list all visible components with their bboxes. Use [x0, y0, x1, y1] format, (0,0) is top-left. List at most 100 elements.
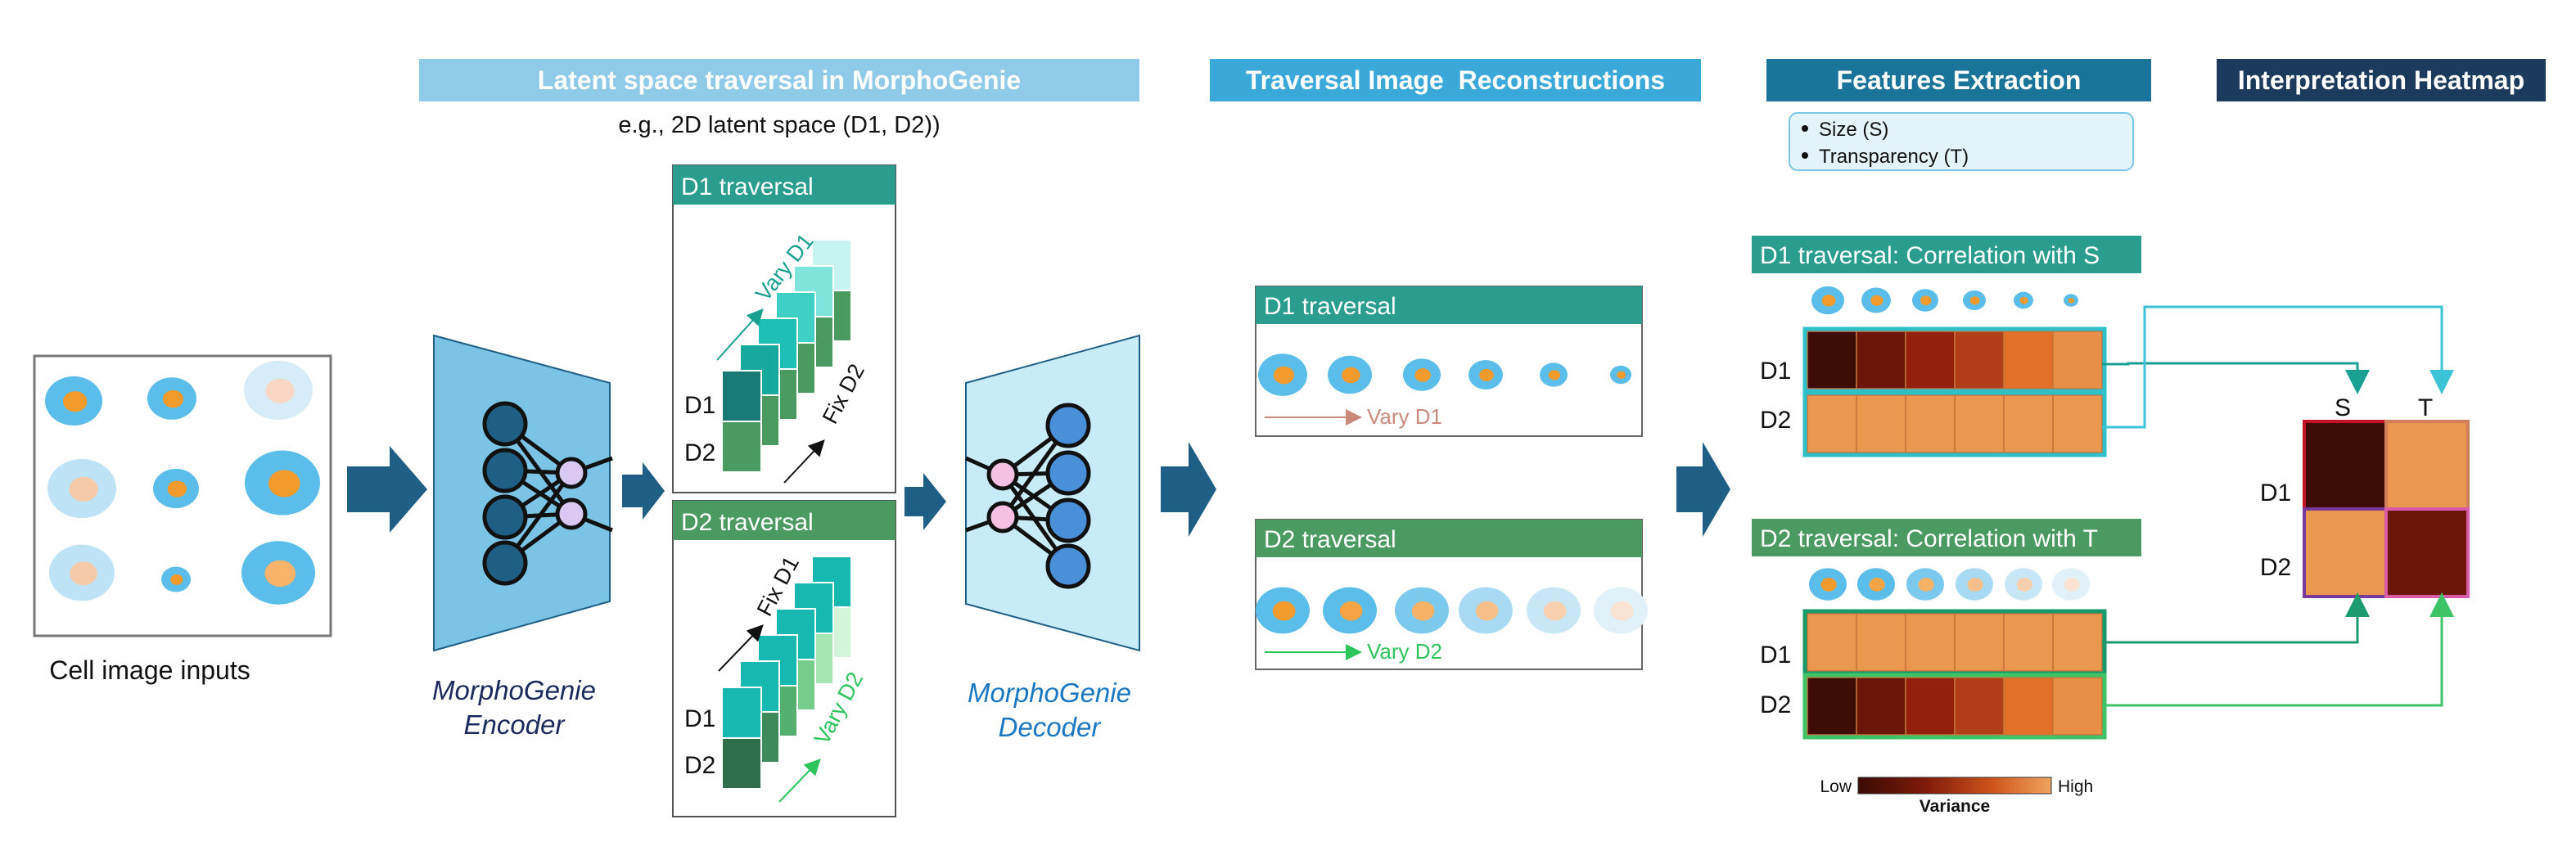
cell-icon — [1459, 587, 1513, 634]
variance-colorbar: Low High Variance — [1820, 777, 2093, 816]
recon-d1-arrow-label: Vary D1 — [1367, 404, 1442, 429]
variance-cell — [2052, 613, 2103, 672]
colorbar-high: High — [2058, 777, 2093, 796]
latent-card-top — [721, 370, 762, 422]
d2-latent-header: D2 traversal — [681, 509, 814, 536]
d1-latent-dim1: D1 — [684, 392, 715, 419]
variance-cell — [1905, 394, 1956, 453]
variance-row-frame — [1802, 390, 2107, 457]
cell-icon — [161, 566, 191, 592]
variance-cell — [2052, 394, 2103, 453]
variance-cell — [2052, 677, 2103, 736]
d1-correlation-panel: D1 traversal: Correlation with S D1 D2 — [1752, 236, 2141, 457]
cell-icon — [244, 360, 313, 421]
cell-icon — [2005, 568, 2042, 601]
variance-cell — [1807, 613, 1857, 672]
d2-latent-panel: D2 traversal D1 D2 Fix D1 Vary D2 — [672, 500, 896, 817]
latent-subtitle: e.g., 2D latent space (D1, D2)) — [618, 112, 940, 138]
variance-cell — [1807, 394, 1857, 453]
recon-d2-header: D2 traversal — [1264, 526, 1396, 553]
cell-icon — [1610, 365, 1631, 385]
cell-icon — [1328, 355, 1372, 394]
decoder-network — [964, 403, 1091, 589]
cell-icon — [47, 458, 116, 519]
cell-icon — [245, 450, 320, 516]
latent-card-bottom — [721, 421, 762, 473]
connector-arrows — [2102, 305, 2454, 707]
cell-icon — [1857, 568, 1895, 601]
latent-banner — [419, 59, 1139, 101]
d2-corr-row2-label: D2 — [1760, 691, 1791, 718]
variance-cell — [1905, 613, 1956, 672]
flow-arrow-2 — [622, 462, 665, 520]
heatmap-row-d2: D2 — [2260, 554, 2291, 581]
variance-cell — [1856, 394, 1906, 453]
heatmap-cell — [2303, 420, 2388, 511]
cell-icon — [1395, 587, 1449, 634]
d2-corr-header: D2 traversal: Correlation with T — [1760, 525, 2098, 552]
decoder-block: MorphoGenie Decoder — [964, 334, 1140, 742]
heatmap-banner — [2217, 59, 2546, 101]
cell-icon — [1527, 587, 1581, 634]
decoder-label-1: MorphoGenie — [968, 678, 1131, 708]
cell-icon — [1811, 286, 1844, 315]
cell-icon — [1956, 568, 1993, 601]
d1-latent-header: D1 traversal — [681, 173, 814, 200]
cell-icon — [1912, 289, 1938, 312]
flow-arrow-4 — [1161, 442, 1216, 537]
feature-list: Size (S) Transparency (T) — [1789, 112, 2134, 171]
variance-cell — [1807, 331, 1857, 389]
cell-icon — [2014, 291, 2033, 309]
recon-d2-arrow-label: Vary D2 — [1367, 639, 1442, 664]
encoder-label-1: MorphoGenie — [432, 675, 596, 705]
features-banner — [1766, 59, 2151, 101]
d2-latent-dim2: D2 — [684, 752, 715, 779]
variance-cell — [1856, 331, 1906, 389]
cell-icon — [147, 377, 196, 420]
variance-cell — [1856, 613, 1906, 672]
recon-banner — [1210, 59, 1701, 101]
feature-item-size: Size (S) — [1819, 119, 1888, 141]
cell-icon — [49, 544, 115, 601]
flow-arrow-1 — [347, 446, 427, 533]
recon-d2-panel: D2 traversal Vary D2 — [1255, 519, 1648, 670]
variance-cell — [2003, 613, 2054, 672]
recon-banner-title: Traversal Image Reconstructions — [1246, 65, 1665, 95]
cell-inputs-panel: Cell image inputs — [33, 354, 332, 685]
variance-cell — [1905, 677, 1956, 736]
cell-icon — [1861, 287, 1891, 313]
heatmap-cell — [2384, 507, 2470, 598]
latent-banner-title: Latent space traversal in MorphoGenie — [538, 65, 1021, 95]
encoder-block: MorphoGenie Encoder — [432, 334, 613, 740]
cell-icon — [1963, 290, 1986, 311]
variance-cell — [1954, 613, 2005, 672]
heatmap-cell — [2303, 507, 2388, 598]
d1-latent-panel: D1 traversal D1 D2 Vary D1 Fix D2 — [672, 164, 896, 493]
cell-icon — [45, 376, 102, 426]
variance-cell — [2052, 331, 2103, 389]
features-banner-title: Features Extraction — [1837, 65, 2082, 95]
colorbar-low: Low — [1820, 777, 1852, 796]
cell-icon — [1809, 568, 1847, 601]
d2-corr-row1-label: D1 — [1760, 642, 1791, 669]
colorbar-label: Variance — [1920, 797, 1990, 816]
recon-d1-header: D1 traversal — [1264, 293, 1396, 320]
variance-cell — [1856, 677, 1906, 736]
encoder-network — [482, 401, 613, 586]
cell-icon — [1468, 359, 1503, 390]
cell-icon — [2052, 568, 2090, 601]
variance-cell — [2003, 331, 2054, 389]
d1-corr-row2-label: D2 — [1760, 407, 1791, 434]
encoder-label-2: Encoder — [464, 709, 566, 740]
variance-cell — [1905, 331, 1956, 389]
heatmap-col-t: T — [2418, 394, 2433, 421]
cell-icon — [1258, 353, 1307, 396]
heatmap-cell — [2384, 420, 2470, 511]
cell-icon — [1906, 568, 1944, 601]
heatmap-banner-title: Interpretation Heatmap — [2238, 65, 2524, 95]
variance-cell — [1807, 677, 1857, 736]
cell-icon — [2064, 294, 2078, 307]
cell-icon — [1323, 587, 1377, 634]
cell-icon — [1256, 587, 1310, 634]
variance-cell — [1954, 331, 2005, 389]
